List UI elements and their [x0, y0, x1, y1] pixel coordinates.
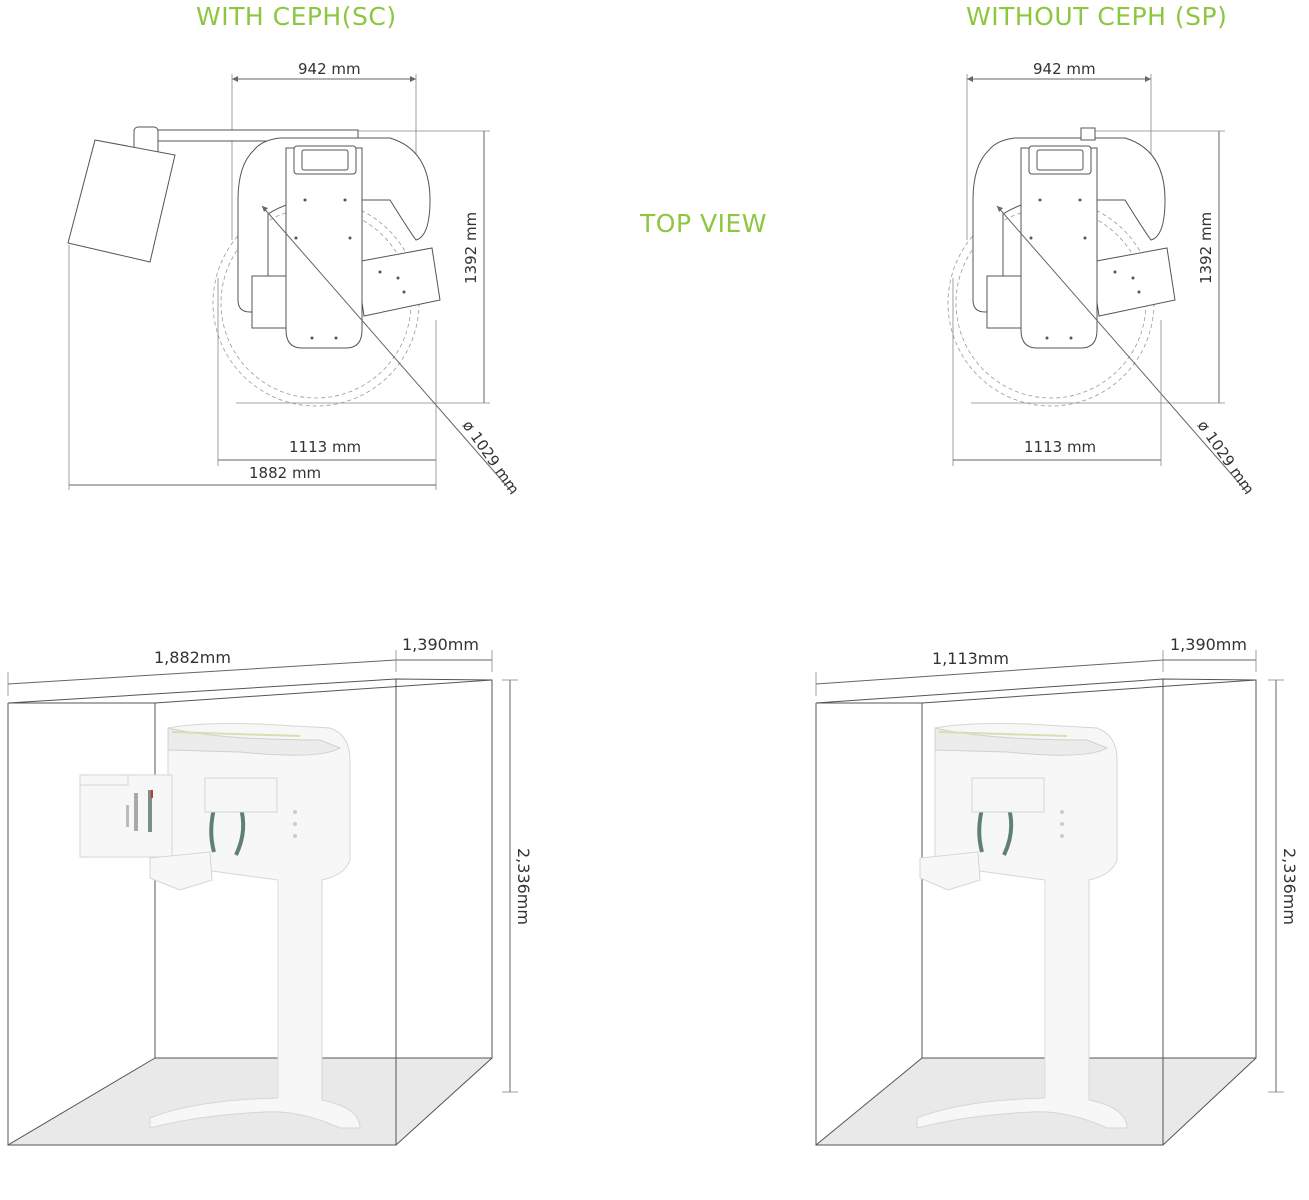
dim-height-sc: 2,336mm: [514, 848, 533, 925]
dim-1392-sp: 1392 mm: [1197, 212, 1215, 284]
dim-1113-sc: 1113 mm: [289, 438, 361, 456]
top-view-without-ceph: 942 mm 1392 mm 1113 mm ø 1029 mm: [947, 60, 1258, 498]
dim-1392-sc: 1392 mm: [462, 212, 480, 284]
dim-1390-iso-sp: 1,390mm: [1170, 635, 1247, 654]
dim-1113-sp: 1113 mm: [1024, 438, 1096, 456]
dim-diameter-sp: ø 1029 mm: [1194, 417, 1258, 498]
dim-1882-iso: 1,882mm: [154, 648, 231, 667]
dim-942-sc: 942 mm: [298, 60, 361, 78]
title-with-ceph: WITH CEPH(SC): [196, 2, 397, 31]
top-view-with-ceph: 942 mm 1392 mm: [67, 60, 523, 498]
title-without-ceph: WITHOUT CEPH (SP): [966, 2, 1228, 31]
iso-without-ceph: 1,113mm 1,390mm 2,336mm: [815, 635, 1299, 1146]
title-top-view: TOP VIEW: [640, 209, 767, 238]
dim-1113-iso: 1,113mm: [932, 649, 1009, 668]
dim-diameter-sc: ø 1029 mm: [459, 417, 523, 498]
iso-with-ceph: 1,882mm 1,390mm 2,336mm: [7, 635, 533, 1146]
dim-1390-iso-sc: 1,390mm: [402, 635, 479, 654]
dim-1882-sc: 1882 mm: [249, 464, 321, 482]
dim-942-sp: 942 mm: [1033, 60, 1096, 78]
dim-height-sp: 2,336mm: [1280, 848, 1299, 925]
